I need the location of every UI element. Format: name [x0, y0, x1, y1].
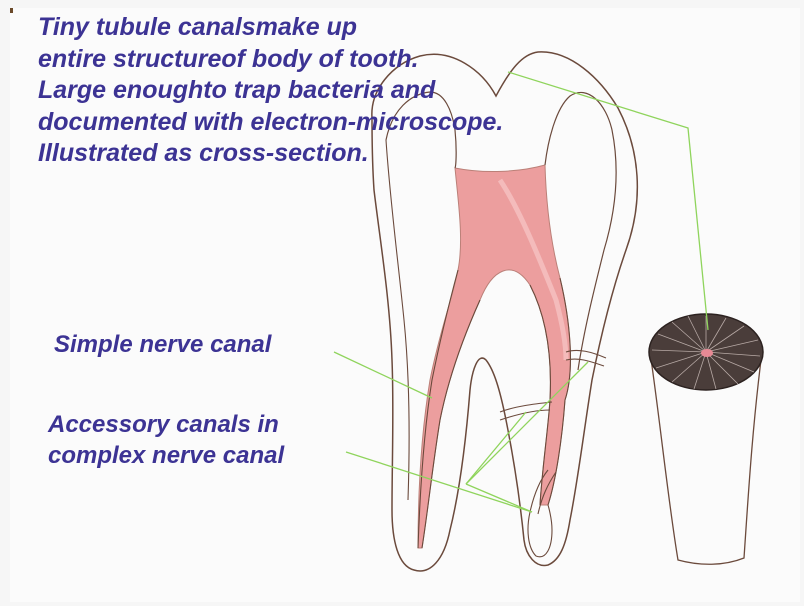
simple-canal-label: Simple nerve canal: [54, 330, 271, 360]
pulp-chamber: [418, 165, 570, 548]
root-tip-right: [528, 505, 552, 557]
leader-line-accessory-middle: [466, 412, 526, 484]
accessory-canal-middle: [500, 402, 552, 420]
leader-line-accessory-lower: [346, 452, 532, 512]
accessory-canals-label: Accessory canals in complex nerve canal: [48, 409, 284, 471]
cross-section-pulp-dot: [701, 349, 713, 357]
leader-line-simple-canal: [334, 352, 432, 398]
leader-line-accessory-upper: [466, 362, 588, 484]
leader-line-accessory-join: [466, 484, 532, 512]
accessory-label-line-1: Accessory canals in: [48, 409, 284, 440]
accessory-label-line-2: complex nerve canal: [48, 440, 284, 471]
tubule-note-line-4: documented with electron-microscope.: [38, 107, 503, 139]
tubule-note-line-3: Large enoughto trap bacteria and: [38, 75, 503, 107]
tubule-note-line-5: Illustrated as cross-section.: [38, 138, 503, 170]
tubule-note: Tiny tubule canalsmake up entire structu…: [38, 12, 503, 170]
tubule-note-line-1: Tiny tubule canalsmake up: [38, 12, 503, 44]
tubule-note-line-2: entire structureof body of tooth.: [38, 44, 503, 76]
